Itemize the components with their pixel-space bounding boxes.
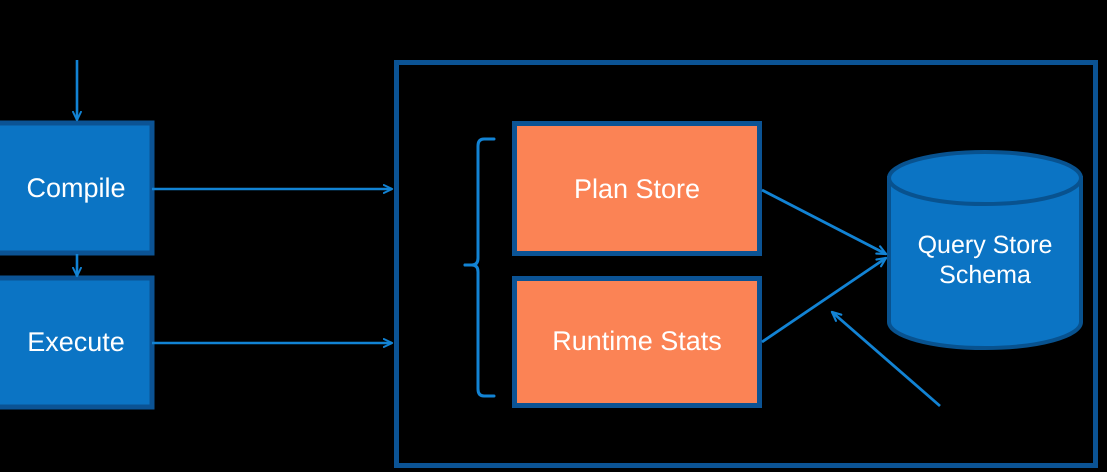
plan-store-box[interactable] bbox=[512, 121, 762, 256]
cylinder-top bbox=[887, 150, 1083, 206]
cylinder-body bbox=[887, 176, 1083, 350]
plan-store-to-schema-arrow bbox=[761, 188, 888, 256]
query-store-schema-cylinder[interactable] bbox=[887, 150, 1083, 350]
execute-box[interactable] bbox=[0, 275, 155, 410]
store-group-brace bbox=[463, 137, 496, 398]
runtime-stats-box[interactable] bbox=[512, 276, 762, 408]
runtime-stats-to-schema-arrow bbox=[761, 256, 888, 344]
compile-box[interactable] bbox=[0, 120, 155, 256]
query-store-container bbox=[394, 60, 1098, 468]
external-to-schema-arrow bbox=[830, 310, 941, 408]
